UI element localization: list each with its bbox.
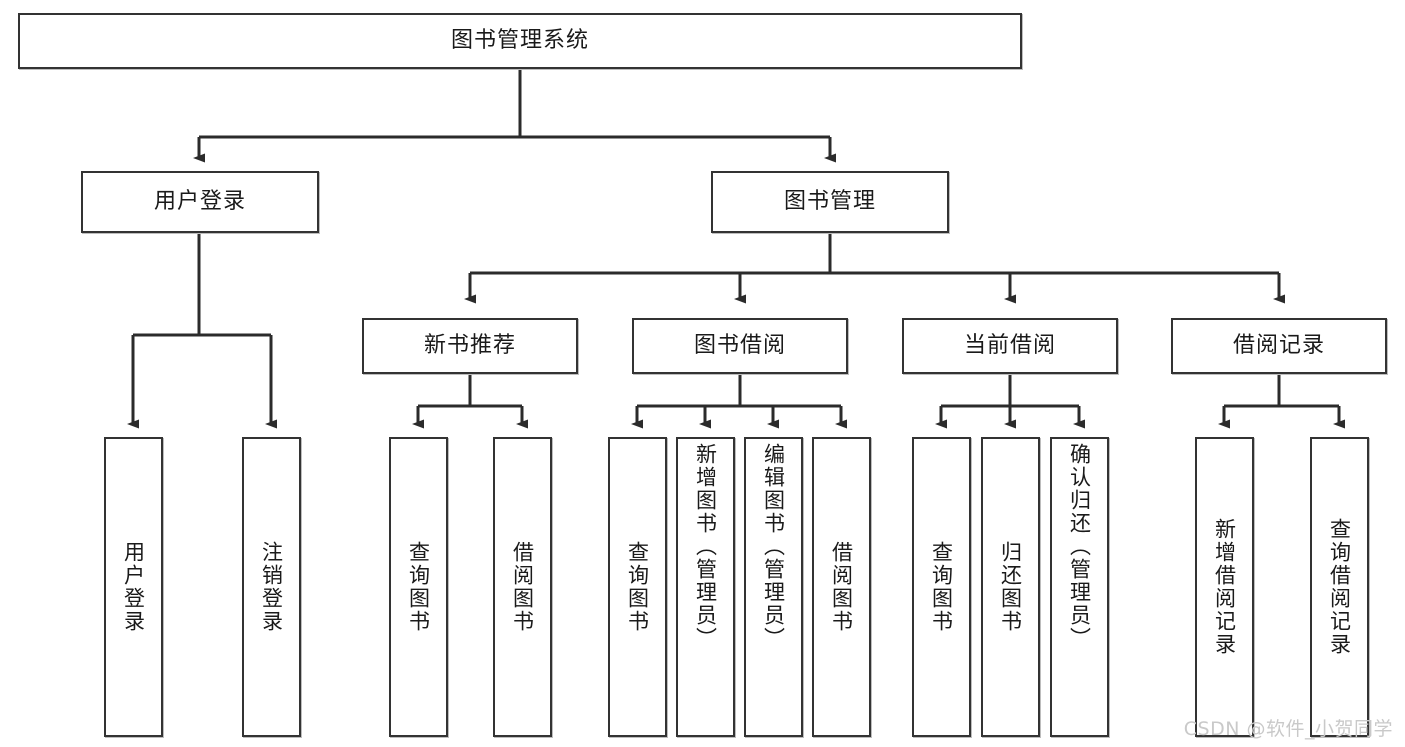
- node-user-login[interactable]: 用户登录: [81, 171, 319, 233]
- node-new-book-rec-label: 新书推荐: [423, 333, 516, 359]
- node-leaf-borrow-book-1-label: 借阅图书: [510, 541, 535, 633]
- node-borrow-record[interactable]: 借阅记录: [1171, 318, 1387, 374]
- node-leaf-confirm-return[interactable]: 确认归还（管理员）: [1050, 437, 1109, 737]
- node-new-book-rec[interactable]: 新书推荐: [362, 318, 578, 374]
- node-borrow-record-label: 借阅记录: [1232, 333, 1325, 359]
- node-book-borrow-label: 图书借阅: [693, 333, 786, 359]
- node-leaf-query-book-2-label: 查询图书: [625, 541, 650, 633]
- node-leaf-add-book[interactable]: 新增图书（管理员）: [676, 437, 735, 737]
- node-book-manage-label: 图书管理: [783, 189, 876, 215]
- node-leaf-query-book-1[interactable]: 查询图书: [389, 437, 448, 737]
- node-leaf-query-book-3-label: 查询图书: [929, 541, 954, 633]
- node-leaf-add-book-label: 新增图书（管理员）: [693, 443, 718, 650]
- watermark: CSDN @软件_小贺同学: [1183, 718, 1393, 740]
- node-leaf-add-record-label: 新增借阅记录: [1212, 518, 1237, 656]
- node-leaf-add-record[interactable]: 新增借阅记录: [1195, 437, 1254, 737]
- node-leaf-borrow-book-2-label: 借阅图书: [829, 541, 854, 633]
- node-current-borrow-label: 当前借阅: [963, 333, 1056, 359]
- node-leaf-user-login-label: 用户登录: [121, 541, 146, 633]
- node-book-manage[interactable]: 图书管理: [711, 171, 949, 233]
- node-leaf-borrow-book-2[interactable]: 借阅图书: [812, 437, 871, 737]
- node-leaf-query-book-2[interactable]: 查询图书: [608, 437, 667, 737]
- node-book-borrow[interactable]: 图书借阅: [632, 318, 848, 374]
- node-leaf-borrow-book-1[interactable]: 借阅图书: [493, 437, 552, 737]
- node-leaf-logout-label: 注销登录: [259, 541, 284, 633]
- node-leaf-edit-book-label: 编辑图书（管理员）: [761, 443, 786, 650]
- node-leaf-logout[interactable]: 注销登录: [242, 437, 301, 737]
- node-leaf-query-book-3[interactable]: 查询图书: [912, 437, 971, 737]
- node-current-borrow[interactable]: 当前借阅: [902, 318, 1118, 374]
- node-leaf-query-record[interactable]: 查询借阅记录: [1310, 437, 1369, 737]
- node-root[interactable]: 图书管理系统: [18, 13, 1022, 69]
- node-leaf-user-login[interactable]: 用户登录: [104, 437, 163, 737]
- node-leaf-query-book-1-label: 查询图书: [406, 541, 431, 633]
- node-leaf-return-book[interactable]: 归还图书: [981, 437, 1040, 737]
- node-leaf-edit-book[interactable]: 编辑图书（管理员）: [744, 437, 803, 737]
- node-leaf-return-book-label: 归还图书: [998, 541, 1023, 633]
- node-root-label: 图书管理系统: [450, 28, 589, 54]
- node-leaf-confirm-return-label: 确认归还（管理员）: [1067, 443, 1092, 650]
- node-leaf-query-record-label: 查询借阅记录: [1327, 518, 1352, 656]
- node-user-login-label: 用户登录: [153, 189, 246, 215]
